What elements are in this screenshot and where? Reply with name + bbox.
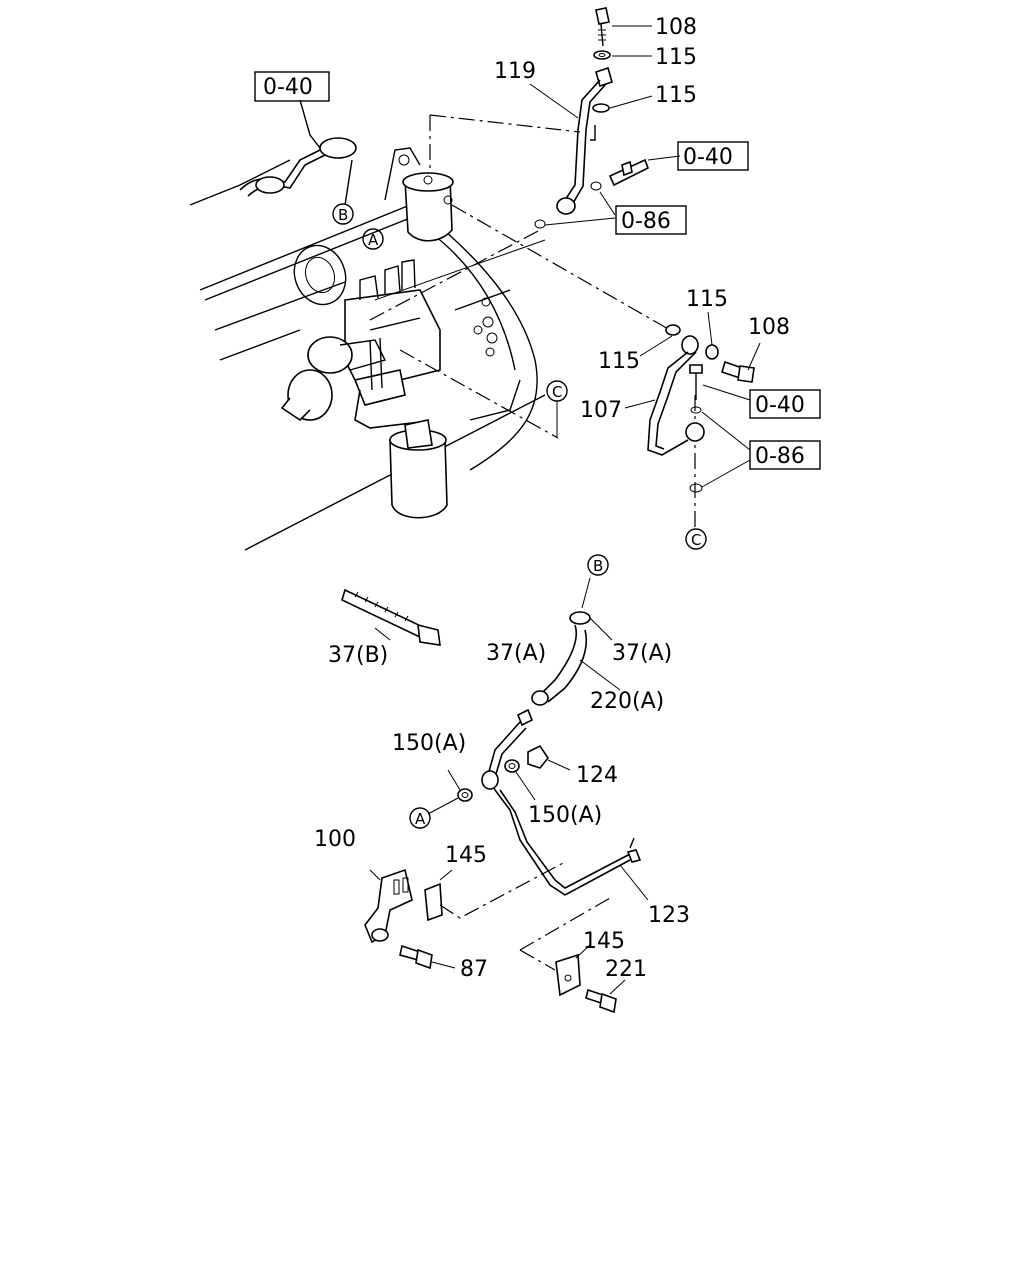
callout-115-right-a: 115 [686, 287, 728, 312]
ref-0-86-top: 0-86 [621, 209, 671, 234]
callout-labels: 108 115 119 115 115 108 115 107 37(B) 37… [314, 15, 790, 982]
marker-b-hose: B [593, 557, 603, 575]
callout-124: 124 [576, 763, 618, 788]
lower-assembly [341, 577, 649, 1014]
marker-b-harness: B [338, 206, 348, 224]
callout-37b: 37(B) [328, 643, 388, 668]
callout-87: 87 [460, 957, 488, 982]
leader-lines [369, 114, 696, 530]
marker-c-engine: C [552, 383, 562, 401]
callout-leaders [374, 25, 761, 409]
callout-145-b: 145 [583, 929, 625, 954]
pipe-119-assembly [534, 7, 650, 229]
callout-100: 100 [314, 827, 356, 852]
callout-108-right: 108 [748, 315, 790, 340]
callout-145-a: 145 [445, 843, 487, 868]
ref-0-40-right: 0-40 [755, 393, 805, 418]
callout-37a-right: 37(A) [612, 641, 672, 666]
marker-a-engine: A [368, 231, 379, 249]
callout-150a-right: 150(A) [528, 803, 602, 828]
callout-150a-left: 150(A) [392, 731, 466, 756]
callout-221: 221 [605, 957, 647, 982]
callout-123: 123 [648, 903, 690, 928]
circle-markers: A B C C B A [332, 203, 707, 829]
callout-115-right-b: 115 [598, 349, 640, 374]
callout-115-top: 115 [655, 45, 697, 70]
callout-220a: 220(A) [590, 689, 664, 714]
ref-0-86-right: 0-86 [755, 444, 805, 469]
callout-108-top: 108 [655, 15, 697, 40]
marker-a-pipe: A [415, 810, 426, 828]
engine-assembly [189, 147, 546, 551]
wiring-harness [239, 99, 357, 206]
callout-37a-left: 37(A) [486, 641, 546, 666]
callout-107: 107 [580, 398, 622, 423]
marker-c-right: C [691, 531, 701, 549]
ref-0-40-top: 0-40 [683, 145, 733, 170]
ref-0-40-left: 0-40 [263, 75, 313, 100]
reference-boxes: 0-40 0-40 0-86 0-40 0-86 [254, 71, 821, 470]
callout-119: 119 [494, 59, 536, 84]
pipe-107-assembly [647, 324, 755, 493]
callout-115-mid: 115 [655, 83, 697, 108]
